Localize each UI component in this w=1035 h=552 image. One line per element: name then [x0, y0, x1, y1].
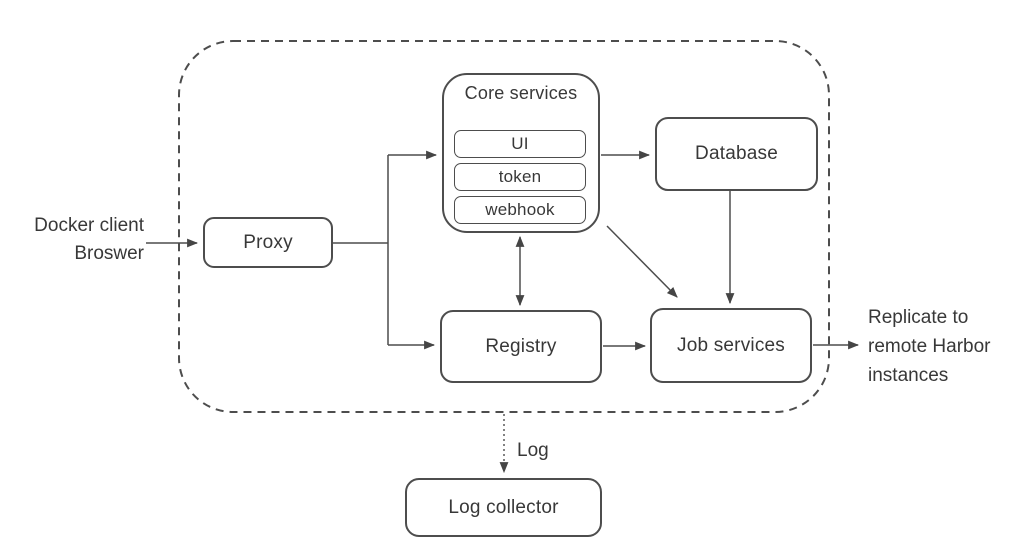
- docker-client-line1: Docker client: [34, 215, 144, 236]
- proxy-node: Proxy: [203, 217, 333, 268]
- arrow-core-services-to-job-services: [606, 225, 678, 298]
- log-edge-label: Log: [517, 440, 549, 461]
- replicate-line3: instances: [868, 365, 949, 386]
- webhook-subnode: webhook: [454, 196, 586, 224]
- system-boundary-dashed-box: [178, 40, 830, 413]
- replicate-label: Replicate to remote Harbor instances: [868, 303, 991, 390]
- database-node: Database: [655, 117, 818, 191]
- database-label: Database: [695, 143, 778, 164]
- docker-client-line2: Broswer: [74, 243, 144, 264]
- log-collector-label: Log collector: [448, 496, 559, 518]
- registry-node: Registry: [440, 310, 602, 383]
- log-collector-node: Log collector: [405, 478, 602, 537]
- ui-label: UI: [511, 134, 529, 153]
- job-services-label: Job services: [677, 334, 785, 356]
- core-services-node: Core services UI token webhook: [442, 73, 600, 233]
- token-label: token: [498, 167, 542, 186]
- replicate-line2: remote Harbor: [868, 336, 991, 357]
- webhook-label: webhook: [485, 200, 555, 219]
- registry-label: Registry: [485, 335, 557, 357]
- job-services-node: Job services: [650, 308, 812, 383]
- docker-client-browser-label: Docker client Broswer: [4, 212, 144, 268]
- token-subnode: token: [454, 163, 586, 191]
- ui-subnode: UI: [454, 130, 586, 158]
- core-services-label: Core services: [464, 83, 578, 103]
- proxy-label: Proxy: [243, 231, 293, 253]
- replicate-line1: Replicate to: [868, 307, 969, 328]
